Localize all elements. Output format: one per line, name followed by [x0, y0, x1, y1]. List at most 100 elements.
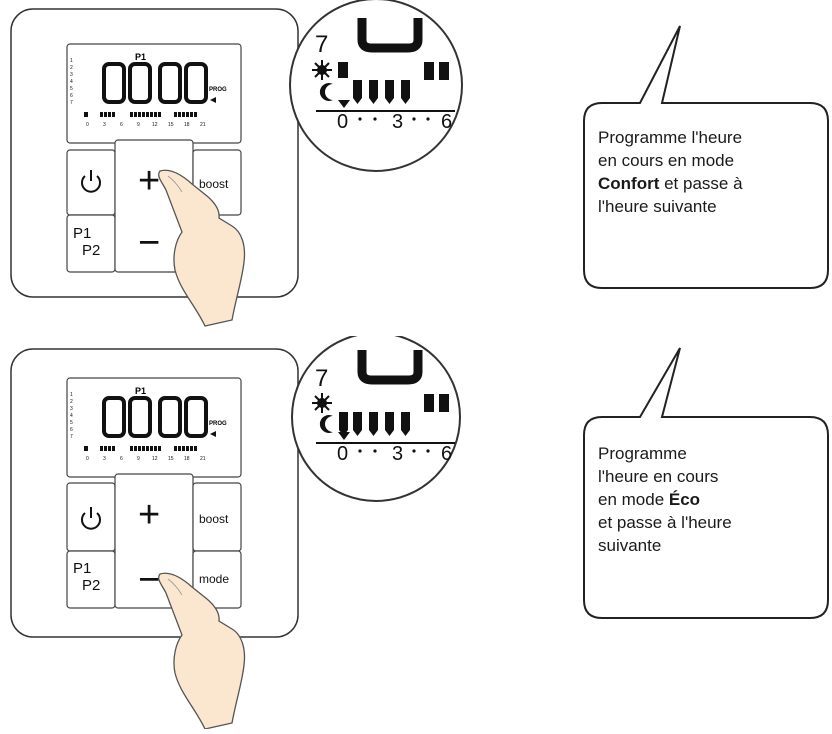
current-hour-marker: [338, 100, 350, 108]
bubble-line: l'heure suivante: [598, 197, 717, 216]
svg-text:21: 21: [200, 122, 206, 128]
bubble-bold-mode: Éco: [668, 490, 701, 509]
p1-label: P1: [73, 225, 91, 242]
thermostat-diagram-2: P1 PROG 123 456 7: [10, 332, 829, 730]
plus-symbol: +: [138, 494, 160, 536]
svg-text:0: 0: [86, 456, 89, 462]
minus-symbol: −: [138, 559, 160, 601]
sun-icon: [312, 60, 332, 80]
bubble-text-confort: Programme l'heure en cours en mode Confo…: [598, 126, 743, 218]
lcd-frame: [66, 43, 242, 144]
zoom-scale-6: 6: [441, 443, 452, 465]
svg-text:9: 9: [137, 122, 140, 128]
bubble-bold-mode: Confort: [598, 174, 660, 193]
lcd-digit: [128, 62, 152, 104]
mode-button[interactable]: [192, 550, 242, 609]
power-button[interactable]: [66, 149, 116, 216]
lcd-zoom-circle: 7 0 3 6: [289, 0, 463, 172]
bubble-line: Confort et passe à: [598, 172, 743, 195]
power-icon: [81, 507, 101, 530]
bubble-line: suivante: [598, 536, 662, 555]
button-grid: [66, 473, 242, 609]
svg-text:18: 18: [184, 122, 190, 128]
svg-text:2: 2: [70, 65, 73, 71]
current-hour-marker: [338, 432, 350, 440]
lcd-digit: [128, 396, 152, 438]
svg-text:15: 15: [168, 456, 174, 462]
minus-symbol: −: [138, 222, 160, 264]
svg-text:3: 3: [103, 456, 106, 462]
p2-label: P2: [82, 242, 100, 259]
bubble-line: l'heure en cours: [598, 467, 719, 486]
lcd-digit: [158, 396, 182, 438]
bubble-line: Programme: [598, 444, 687, 463]
svg-text:2: 2: [70, 399, 73, 405]
lcd-hour-bars: [84, 112, 197, 117]
lcd-arrow-icon: [210, 97, 216, 103]
lcd-digit: [184, 396, 208, 438]
lcd-prog-label: PROG: [209, 421, 227, 427]
svg-text:3: 3: [70, 406, 73, 412]
svg-text:1: 1: [70, 58, 73, 64]
svg-text:5: 5: [70, 86, 73, 92]
zoom-hour-bars: [339, 394, 449, 436]
bubble-line: en cours en mode: [598, 151, 735, 170]
lcd-hour-scale: 0 3 6 9 12 15 18 21: [86, 122, 206, 128]
zoom-digit-segment: [357, 350, 423, 385]
p1-label: P1: [73, 560, 91, 577]
lcd-digit: [184, 62, 208, 104]
lcd-digit: [102, 396, 126, 438]
boost-label: boost: [199, 177, 229, 191]
lcd-digit: [102, 62, 126, 104]
svg-text:9: 9: [137, 456, 140, 462]
zoom-day-number: 7: [315, 31, 328, 58]
mode-label: mode: [199, 572, 229, 586]
power-icon: [81, 170, 101, 193]
svg-text:6: 6: [120, 456, 123, 462]
svg-text:3: 3: [103, 122, 106, 128]
lcd-digit: [158, 62, 182, 104]
sun-icon: [312, 393, 332, 413]
boost-label: boost: [199, 512, 229, 526]
svg-text:1: 1: [70, 392, 73, 398]
lcd-program-label: P1: [135, 52, 146, 62]
lcd-frame: [66, 377, 242, 478]
svg-text:7: 7: [70, 434, 73, 440]
svg-text:5: 5: [70, 420, 73, 426]
svg-text:6: 6: [70, 427, 73, 433]
svg-text:21: 21: [200, 456, 206, 462]
zoom-scale-3: 3: [392, 111, 403, 133]
speech-bubble: [583, 347, 829, 619]
bubble-text-eco: Programme l'heure en cours en mode Éco e…: [598, 442, 732, 557]
svg-text:6: 6: [120, 122, 123, 128]
pointing-hand: [158, 169, 246, 327]
zoom-hour-bars: [338, 62, 449, 104]
svg-text:15: 15: [168, 122, 174, 128]
bubble-line-prefix: en mode: [598, 490, 669, 509]
pointing-hand: [158, 572, 246, 730]
moon-icon: [319, 83, 333, 101]
lcd-zoom-circle: 7 0 3 6: [291, 332, 461, 502]
svg-text:4: 4: [70, 79, 73, 85]
lcd-hour-scale: 0 3 6 9 12 15 18 21: [86, 456, 206, 462]
svg-text:12: 12: [152, 456, 158, 462]
moon-icon: [319, 415, 333, 433]
svg-text:6: 6: [70, 93, 73, 99]
zoom-scale-3: 3: [392, 443, 403, 465]
plus-symbol: +: [138, 160, 160, 202]
svg-text:3: 3: [70, 72, 73, 78]
svg-text:4: 4: [70, 413, 73, 419]
bubble-line: en mode Éco: [598, 488, 732, 511]
bubble-line: et passe à l'heure: [598, 513, 732, 532]
svg-text:0: 0: [86, 122, 89, 128]
lcd-hour-bars: [84, 446, 197, 451]
svg-text:7: 7: [70, 100, 73, 106]
lcd-screen: P1 PROG 123 456 7: [70, 386, 227, 462]
zoom-scale-0: 0: [337, 443, 348, 465]
zoom-scale-6: 6: [441, 111, 452, 133]
svg-text:12: 12: [152, 122, 158, 128]
bubble-line: Programme l'heure: [598, 128, 743, 147]
svg-text:18: 18: [184, 456, 190, 462]
